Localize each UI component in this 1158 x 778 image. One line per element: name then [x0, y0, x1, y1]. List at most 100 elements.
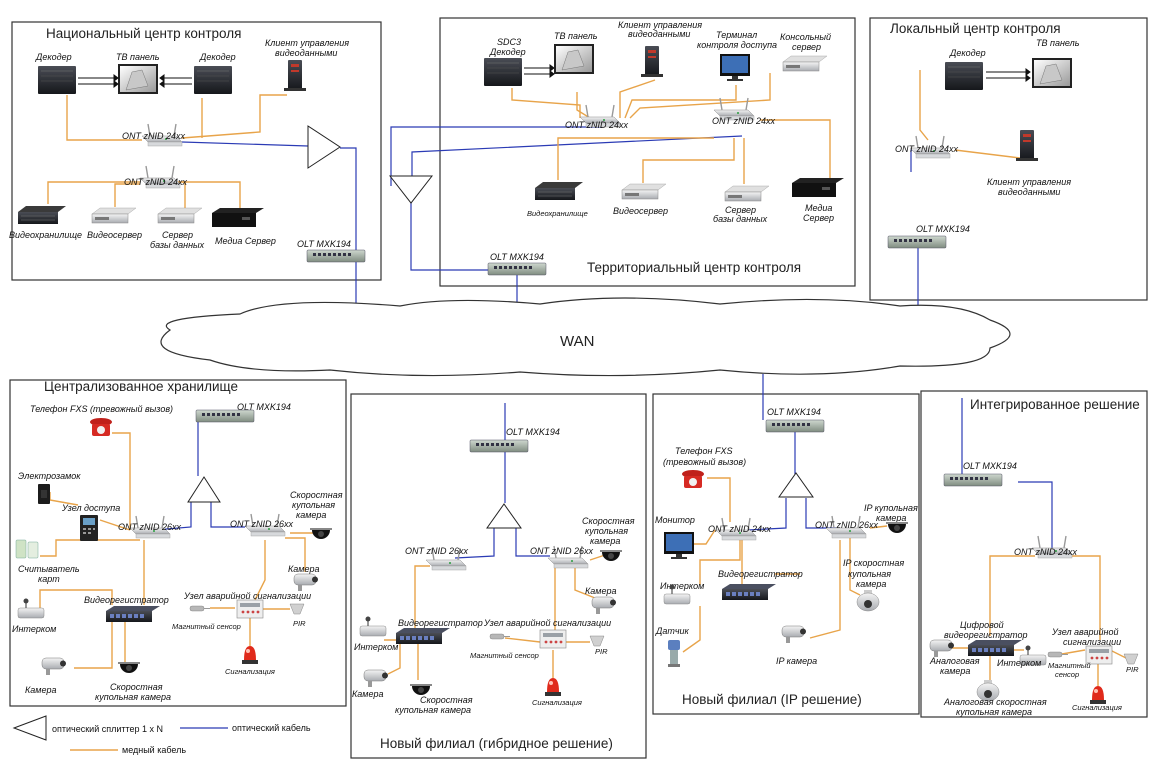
sdc-label: Декодер [489, 47, 526, 57]
siren-label: Сигнализация [532, 698, 582, 707]
media-label: Медиа Сервер [215, 236, 276, 246]
olt-label: OLT MXK194 [237, 402, 291, 412]
phone-label: Телефон FXS (тревожный вызов) [30, 404, 173, 414]
decoder-icon [944, 61, 984, 91]
olt-icon [487, 262, 547, 276]
client-label: Клиент управления [618, 20, 702, 30]
tv-panel-icon [1031, 57, 1073, 89]
reader-label: карт [38, 574, 60, 584]
db-label: Сервер [725, 205, 756, 215]
db-label: базы данных [713, 214, 768, 224]
pir-label: PIR [1126, 665, 1139, 674]
ipcam-label: IP камера [776, 656, 817, 666]
analog-label: Аналоговая [929, 656, 980, 666]
db-label: базы данных [150, 240, 205, 250]
ont-label: ONT zNID 26xx [230, 519, 294, 529]
integrated-title: Интегрированное решение [970, 397, 1140, 412]
console-label: сервер [792, 42, 821, 52]
ipdome-label: IP купольная [864, 503, 918, 513]
splitter-icon [307, 125, 341, 169]
territorial-title: Территориальный центр контроля [587, 260, 801, 275]
tv-panel-icon [553, 43, 595, 75]
dome-label: купольная [292, 500, 335, 510]
decoder-label: Декодер [949, 48, 986, 58]
ptz-label: IP скоростная [843, 558, 904, 568]
intercom-label: Интерком [354, 642, 398, 652]
client-label: Клиент управления [265, 38, 349, 48]
sdc-label: SDC3 [497, 37, 521, 47]
nvr-label: Видеорегистратор [398, 618, 483, 628]
mag-label: Магнитный сенсор [172, 622, 241, 631]
splitter-icon [388, 175, 434, 204]
olt-label: OLT MXK194 [916, 224, 970, 234]
ip-branch: Новый филиал (IP решение) OLT MXK194 Тел… [655, 407, 918, 707]
phone-icon [90, 418, 112, 436]
national-title: Национальный центр контроля [46, 26, 241, 41]
mag-label: Магнитный сенсор [470, 651, 539, 660]
analog-dome-label: купольная камера [956, 707, 1032, 717]
dome-label: камера [590, 536, 620, 546]
splitter-icon [187, 476, 221, 503]
intercom-label: Интерком [12, 624, 56, 634]
terminal-label: контроля доступа [697, 40, 777, 50]
ip-title: Новый филиал (IP решение) [682, 692, 862, 707]
ont-label: ONT zNID 26xx [815, 520, 879, 530]
decoder-icon [483, 57, 523, 87]
ip-branch-box [652, 393, 920, 715]
ont-label: ONT zNID 24xx [565, 120, 629, 130]
territorial-center: Территориальный центр контроля SDC3 Деко… [388, 20, 844, 276]
storage-label: Видеохранилище [527, 209, 588, 218]
alarm-node-label: сигнализации [1063, 637, 1121, 647]
media-label: Сервер [803, 213, 834, 223]
dome-label: камера [296, 510, 326, 520]
local-center: Локальный центр контроля Декодер ТВ пане… [887, 21, 1080, 249]
ptz-label: камера [856, 579, 886, 589]
central-storage: Централизованное хранилище Телефон FXS (… [12, 379, 343, 702]
lock-label: Электрозамок [18, 471, 81, 481]
hybrid-branch: Новый филиал (гибридное решение) OLT MXK… [352, 427, 635, 751]
ont-label: ONT zNID 26xx [405, 546, 469, 556]
media-label: Медиа [805, 203, 832, 213]
pir-label: PIR [595, 647, 608, 656]
ont-label: ONT zNID 24xx [895, 144, 959, 154]
ont-label: ONT zNID 24xx [1014, 547, 1078, 557]
phone-label: Телефон FXS [675, 446, 732, 456]
splitter-legend-icon [12, 715, 47, 741]
reader-label: Считыватель [18, 564, 80, 574]
ont-label: ONT zNID 24xx [124, 177, 188, 187]
integrated-solution: Интегрированное решение OLT MXK194 ONT z… [929, 397, 1140, 717]
decoder-icon [37, 65, 77, 95]
olt-label: OLT MXK194 [490, 252, 544, 262]
tv-label: ТВ панель [116, 52, 160, 62]
videoserver-label: Видеосервер [87, 230, 142, 240]
wan-label: WAN [560, 333, 594, 350]
nvr-icon [396, 628, 450, 644]
splitter-icon [778, 472, 814, 498]
local-title: Локальный центр контроля [890, 21, 1061, 36]
ont-label: ONT zNID 26xx [118, 522, 182, 532]
videoserver-label: Видеосервер [613, 206, 668, 216]
nvr-icon [722, 584, 776, 600]
storage-label: Видеохранилище [9, 230, 82, 240]
olt-label: OLT MXK194 [963, 461, 1017, 471]
olt-icon [943, 473, 1003, 487]
dome-label: Скоростная [110, 682, 163, 692]
dome-label: Скоростная [290, 490, 343, 500]
decoder-label: Декодер [35, 52, 72, 62]
olt-icon [469, 439, 529, 453]
dome-label: купольная камера [395, 705, 471, 715]
national-center: Национальный центр контроля Декодер ТВ п… [9, 26, 366, 263]
local-center-box [869, 17, 1148, 301]
ont-label: ONT zNID 24xx [122, 131, 186, 141]
tv-panel-icon [117, 63, 159, 95]
central-storage-box [9, 379, 347, 707]
db-label: Сервер [162, 230, 193, 240]
copper-links [39, 70, 1131, 686]
camera-label: Камера [585, 586, 617, 596]
tv-label: ТВ панель [1036, 38, 1080, 48]
ont-label: ONT zNID 26xx [530, 546, 594, 556]
olt-icon [195, 409, 255, 423]
analog-dome-label: Аналоговая скоростная [943, 697, 1047, 707]
dvr-label: Цифровой [960, 620, 1004, 630]
